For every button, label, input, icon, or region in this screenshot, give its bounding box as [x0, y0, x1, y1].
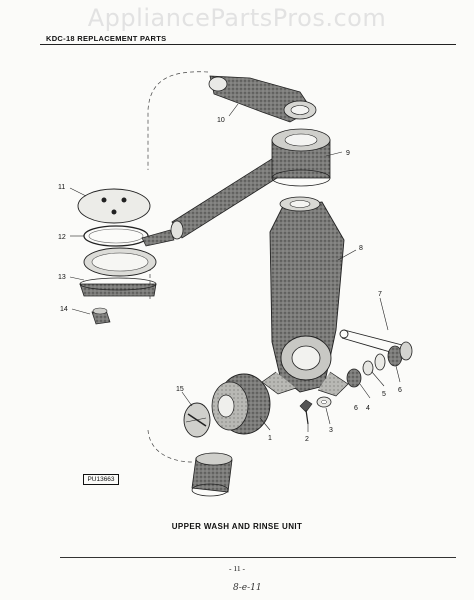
part-8-pump-housing	[261, 196, 349, 397]
page-header: KDC-18 REPLACEMENT PARTS	[46, 34, 167, 43]
leader-lines	[69, 103, 401, 432]
callout-4: 4	[366, 405, 370, 412]
watermark: AppliancePartsPros.com	[87, 4, 387, 32]
callout-15: 15	[176, 386, 184, 393]
callout-5: 5	[382, 391, 386, 398]
sleeve-fitting	[191, 452, 233, 497]
callout-2: 2	[305, 436, 309, 443]
callout-14: 14	[60, 306, 68, 313]
callout-3: 3	[329, 427, 333, 434]
callout-13: 13	[58, 274, 66, 281]
part-11-cover-disc	[77, 188, 151, 224]
part-9-wash-arm	[170, 128, 331, 240]
part-13-strainer-base	[79, 247, 157, 297]
callout-8: 8	[359, 245, 363, 252]
callout-12: 12	[58, 234, 66, 241]
part-14-nut	[91, 307, 111, 325]
callout-6b: 6	[398, 387, 402, 394]
part-12-gasket-ring	[83, 225, 175, 247]
callout-11: 11	[58, 184, 65, 191]
handwritten-note: 8-e-11	[233, 583, 262, 593]
reference-code: PU13663	[83, 474, 119, 485]
parts-4-5-6-shaft-assembly	[346, 341, 413, 388]
part-10-spray-elbow	[208, 75, 317, 123]
page-number: - 11 -	[229, 564, 245, 573]
part-1-impeller	[211, 373, 271, 435]
callout-7: 7	[378, 291, 382, 298]
header-rule	[40, 44, 456, 45]
part-15-seal	[183, 402, 211, 438]
callout-1: 1	[268, 435, 272, 442]
callout-6a: 6	[354, 405, 358, 412]
diagram-caption: UPPER WASH AND RINSE UNIT	[171, 522, 303, 531]
callout-9: 9	[346, 150, 350, 157]
callout-10: 10	[217, 117, 225, 124]
parts-2-3-screw-washer	[299, 396, 332, 425]
footer-rule	[60, 557, 456, 558]
